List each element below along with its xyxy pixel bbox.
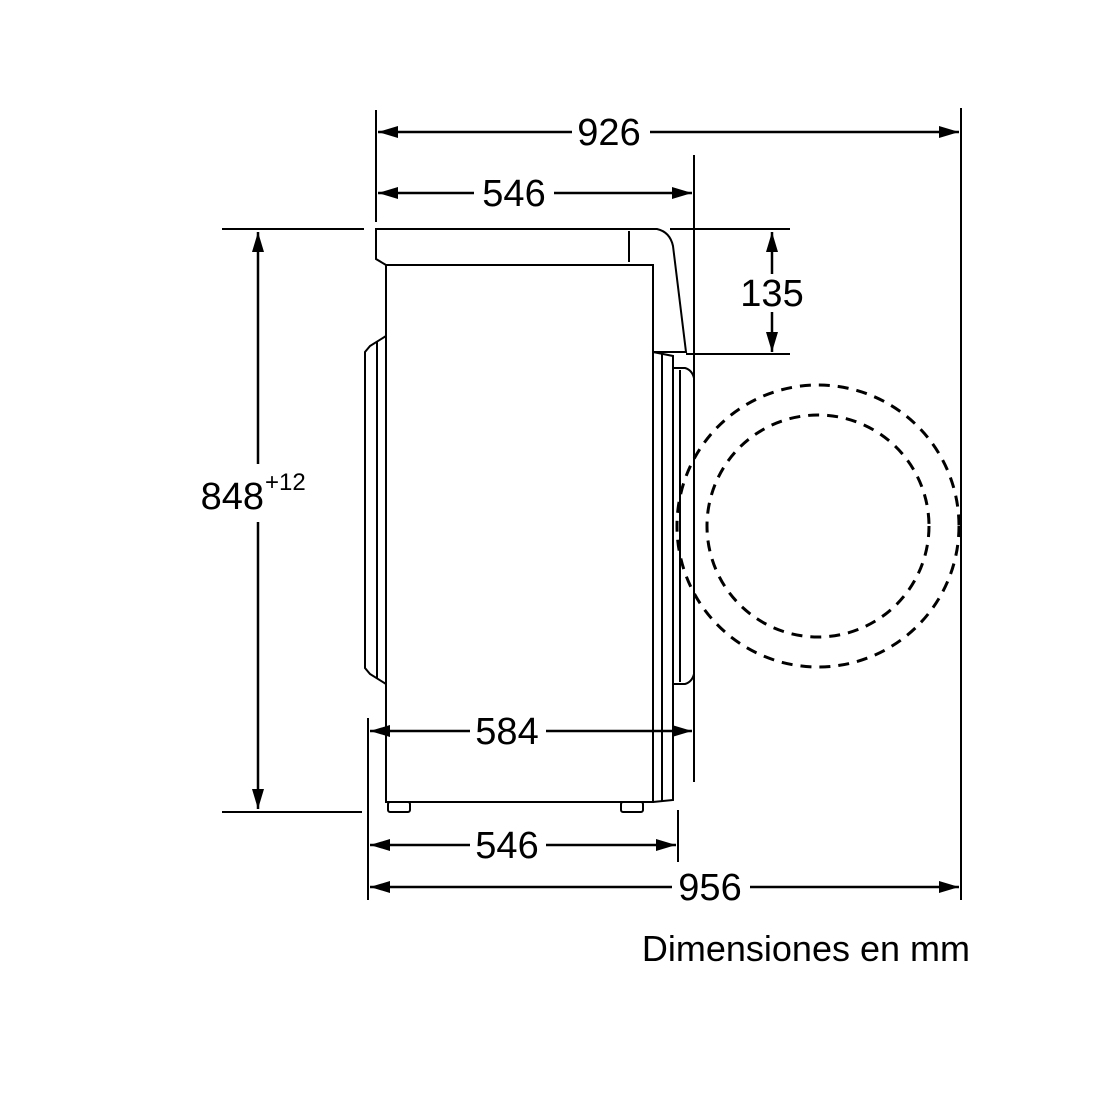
door-hinge [673, 367, 695, 685]
door-swing-inner-circle [705, 413, 931, 639]
dim-overall-depth-door-swing: 956 [678, 867, 741, 909]
dim-base-depth: 546 [475, 825, 538, 867]
extension-lines [222, 108, 962, 900]
door-swing-outer-circle [675, 383, 961, 669]
rear-foot [387, 801, 411, 813]
cabinet [385, 264, 654, 803]
dim-top-depth: 546 [482, 173, 545, 215]
dim-body-depth: 584 [475, 711, 538, 753]
machine-outline [364, 228, 695, 813]
dim-height-tolerance: +12 [265, 469, 306, 496]
dim-top-offset-height: 135 [740, 273, 803, 315]
rear-panel [364, 335, 387, 685]
front-foot [620, 801, 644, 813]
units-caption: Dimensiones en mm [641, 928, 970, 969]
dim-overall-depth-door-open: 926 [577, 112, 640, 154]
dimension-lines [252, 126, 959, 893]
door-swing [675, 383, 961, 669]
worktop [375, 228, 688, 353]
dim-height: 848 [201, 476, 264, 518]
